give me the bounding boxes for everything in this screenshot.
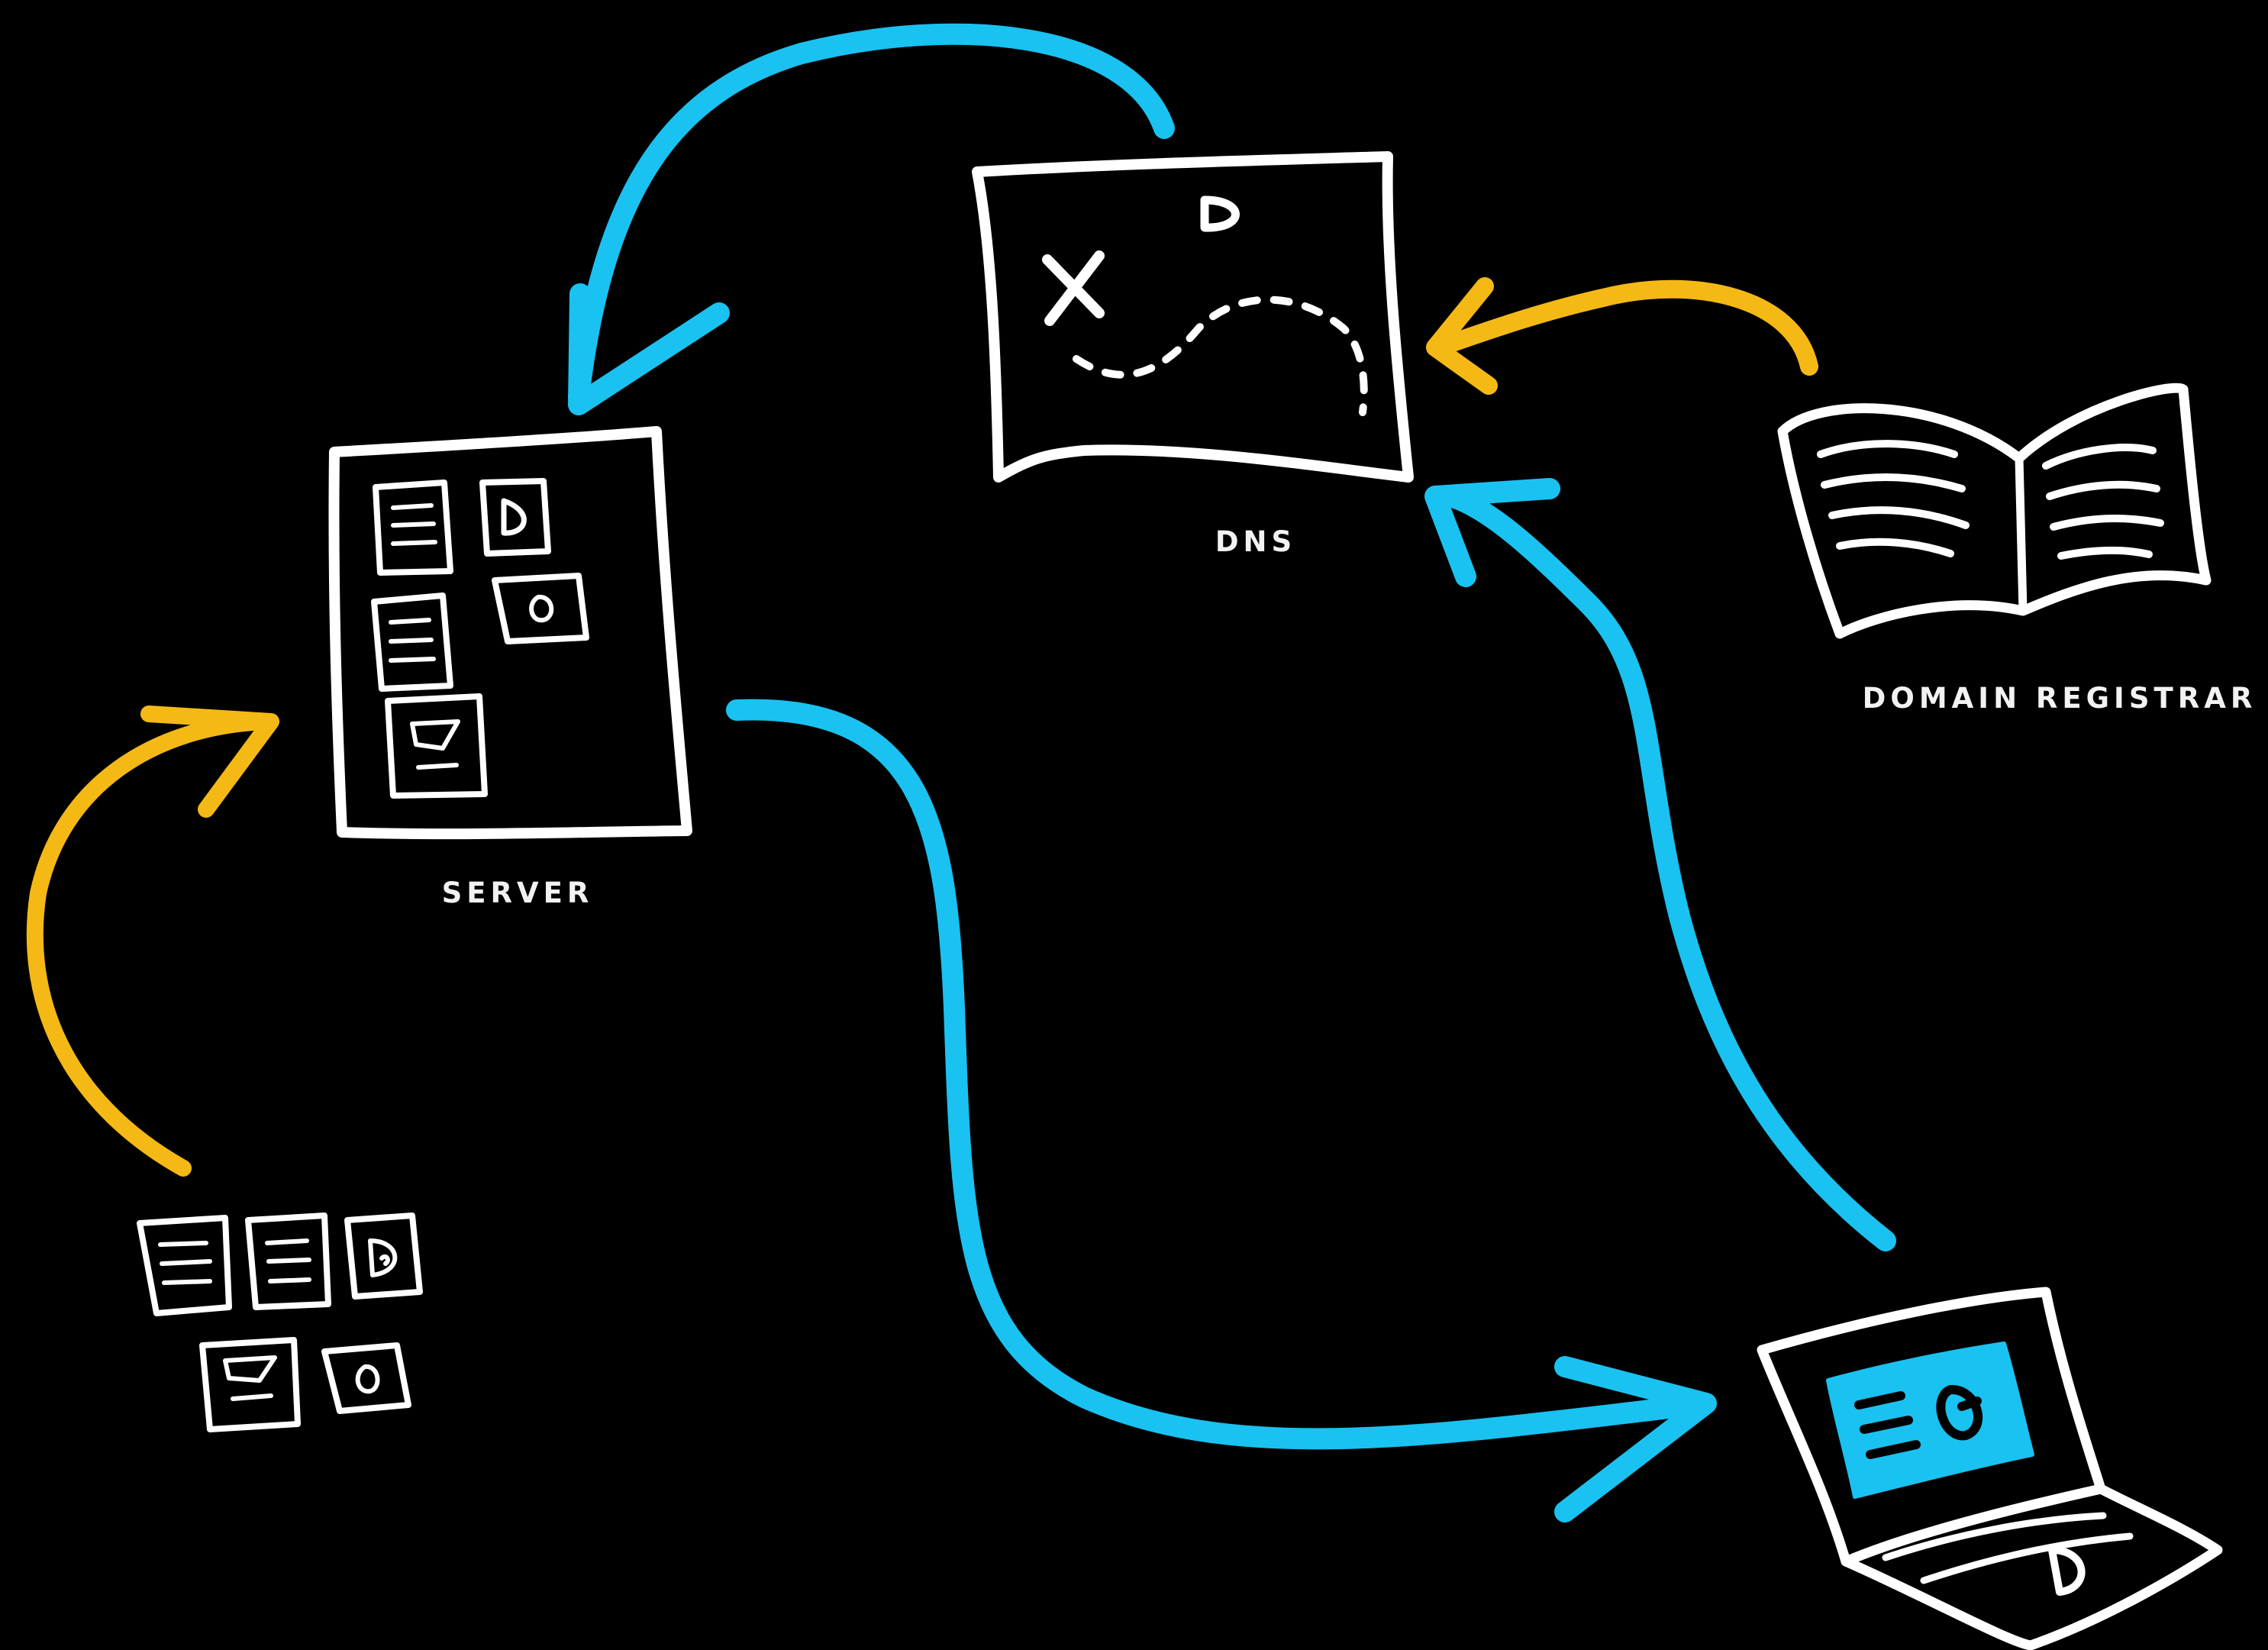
server-label: SERVER [441,877,594,909]
arrow-server-to-laptop [726,699,1717,1522]
arrow-registrar-to-dns [1426,277,1818,395]
open-book-icon [1777,383,2212,639]
dns-map-icon [972,151,1414,483]
arrow-files-to-server [26,706,279,1177]
dns-label: DNS [1215,525,1297,558]
arrow-laptop-to-dns [1424,478,1896,1251]
laptop-icon [1757,1287,2223,1650]
domain-registrar-label: DOMAIN REGISTRAR [1862,682,2257,715]
arrow-dns-to-server [568,23,1175,415]
server-icon [328,426,692,840]
website-files-icon [137,1212,423,1432]
